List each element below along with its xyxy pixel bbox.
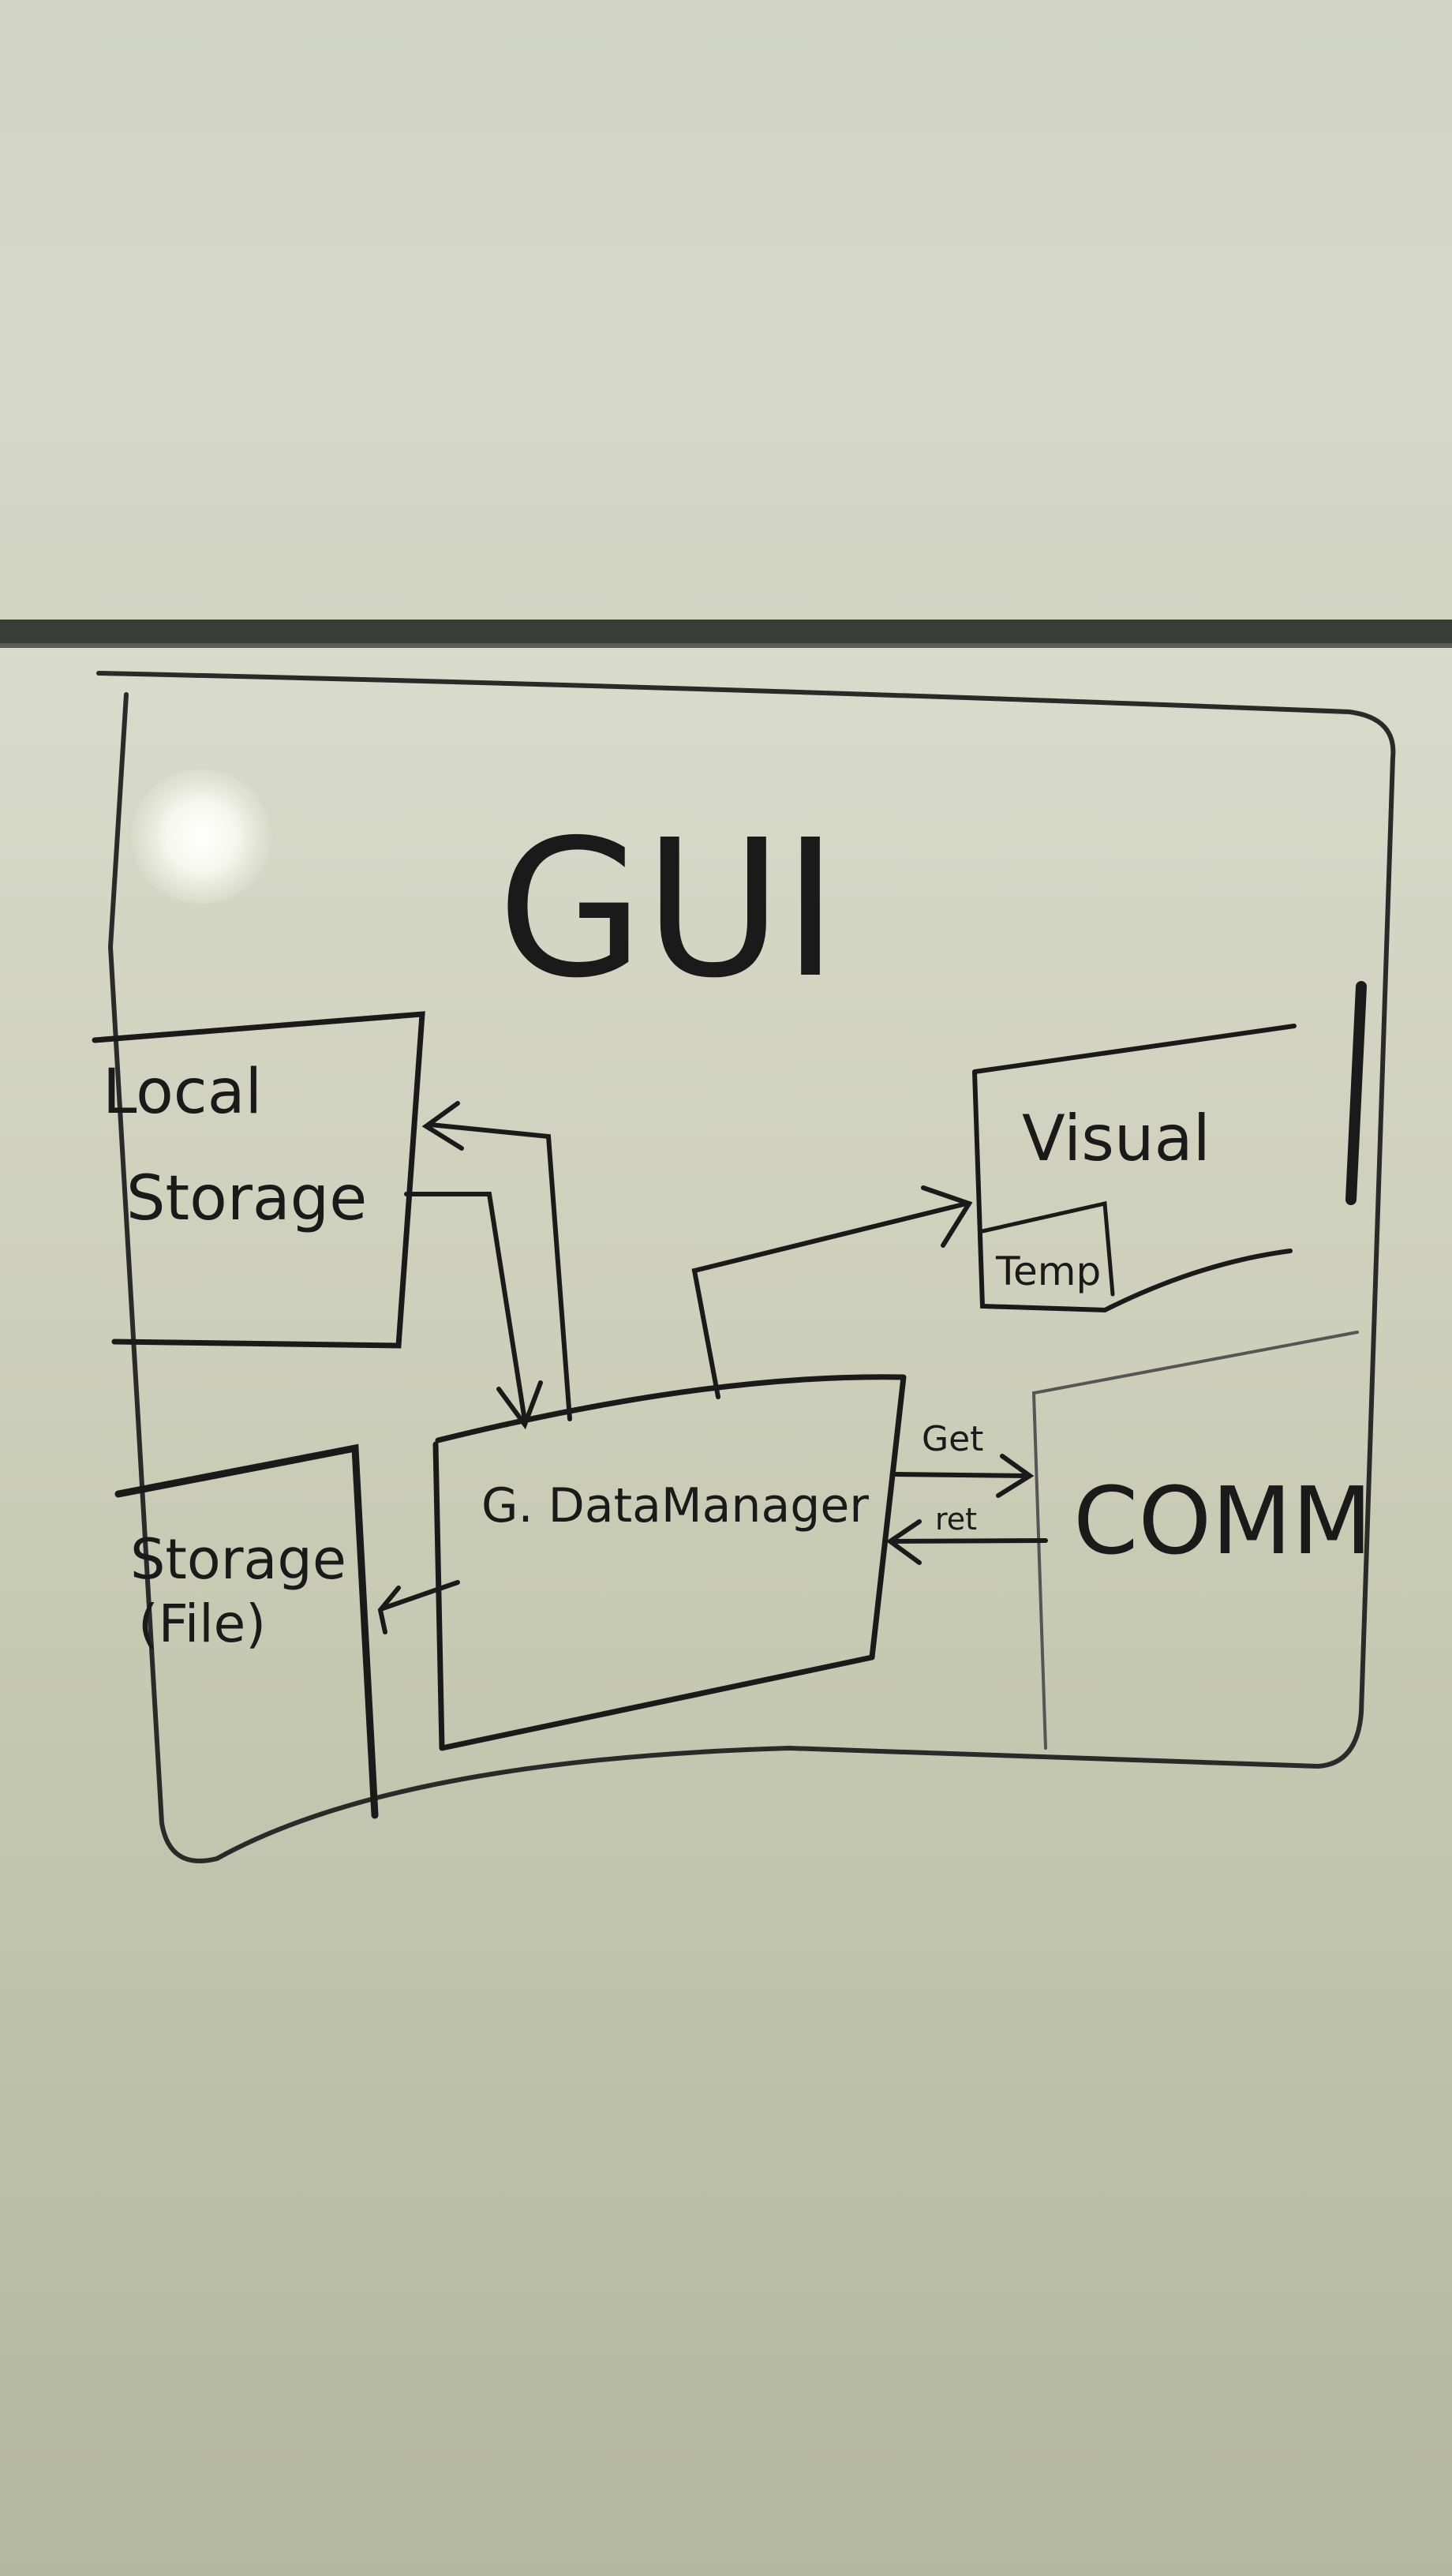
- temp-box: [980, 1200, 1115, 1297]
- whiteboard-lower: [0, 647, 1452, 2576]
- get-arrowhead: [996, 1454, 1035, 1498]
- storage-file-label-line1: Storage: [130, 1527, 346, 1592]
- manager-to-local-arrowhead: [421, 1101, 464, 1151]
- local-storage-label-line1: Local: [103, 1057, 262, 1128]
- manager-to-file-arrow: [380, 1580, 460, 1611]
- visual-label: Visual: [1022, 1102, 1211, 1175]
- data-manager-label: G. DataManager: [481, 1478, 869, 1533]
- ret-label: ret: [935, 1502, 977, 1537]
- ret-arrowhead: [885, 1519, 922, 1565]
- temp-label: Temp: [995, 1249, 1101, 1294]
- visual-box: [972, 1024, 1297, 1313]
- manager-to-local-arrow: [428, 1122, 572, 1421]
- local-to-manager-arrow: [404, 1192, 527, 1423]
- get-arrow: [893, 1472, 1028, 1478]
- manager-to-file-arrowhead: [377, 1586, 401, 1634]
- gui-boundary: [96, 671, 1396, 1863]
- storage-file-label-line2: (File): [138, 1593, 266, 1654]
- whiteboard-upper: [0, 0, 1452, 623]
- local-to-manager-arrowhead: [496, 1380, 543, 1430]
- whiteboard-rail-edge: [0, 643, 1452, 648]
- manager-to-visual-arrow: [691, 1201, 969, 1399]
- boundary-marker: [1345, 981, 1367, 1205]
- comm-label: COMM: [1073, 1466, 1372, 1575]
- manager-to-visual-arrowhead: [921, 1185, 973, 1248]
- get-label: Get: [922, 1419, 983, 1459]
- storage-file-box: [114, 1443, 379, 1819]
- local-storage-label-line2: Storage: [126, 1163, 367, 1234]
- data-manager-box: [432, 1374, 907, 1751]
- light-glare: [130, 769, 272, 904]
- gui-title: GUI: [497, 799, 838, 1020]
- local-storage-box: [92, 1011, 425, 1349]
- comm-box: [1031, 1331, 1359, 1750]
